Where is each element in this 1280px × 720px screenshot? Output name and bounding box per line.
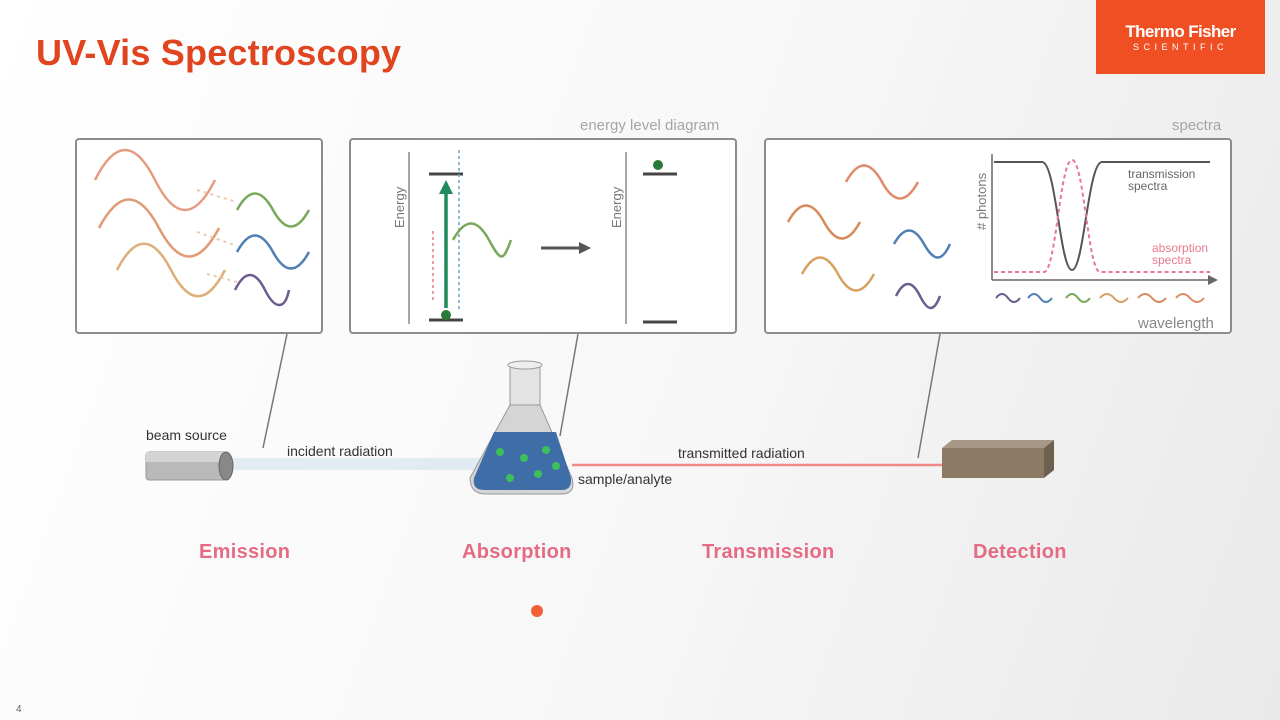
pointer-dot (531, 605, 543, 617)
stage-transmission: Transmission (702, 541, 835, 563)
page-number: 4 (16, 704, 22, 715)
sample-flask (469, 360, 574, 495)
incident-beam (232, 458, 480, 470)
logo-brand-text: Thermo Fisher (1125, 22, 1236, 41)
energy-axis-label-right: Energy (609, 186, 624, 228)
energy-level-panel: Energy Energy (349, 138, 737, 334)
spectra-caption: spectra (1172, 117, 1222, 134)
incident-radiation-label: incident radiation (287, 443, 393, 459)
stage-detection: Detection (973, 541, 1067, 563)
energy-diagram-caption: energy level diagram (580, 117, 720, 134)
slide-title: UV-Vis Spectroscopy (36, 32, 402, 73)
connector-emission (262, 333, 288, 449)
sample-analyte-label: sample/analyte (578, 471, 673, 487)
stage-absorption: Absorption (462, 541, 572, 563)
logo-sub-text: SCIENTIFIC (1132, 42, 1228, 52)
absorption-label-line1: absorption (1152, 241, 1208, 255)
beam-source-cylinder (145, 451, 234, 481)
emission-waves-illustration (93, 148, 311, 307)
energy-axis-label-left: Energy (392, 186, 407, 228)
transmission-curve (994, 161, 1210, 272)
energy-level-illustration: Energy Energy (392, 150, 677, 324)
transmitted-radiation-label: transmitted radiation (678, 445, 805, 461)
emission-panel (75, 138, 323, 334)
absorption-label-line2: spectra (1152, 253, 1192, 267)
connector-detection (917, 333, 941, 459)
transmission-label-line2: spectra (1128, 179, 1168, 193)
wavelength-wave-row (995, 293, 1205, 303)
beam-source-label: beam source (146, 427, 227, 443)
spectra-panel: # photons transmission spectra absorptio… (764, 138, 1232, 334)
thermo-fisher-logo: Thermo Fisher SCIENTIFIC (1096, 0, 1265, 74)
spectra-x-axis-label: wavelength (1137, 315, 1214, 332)
transmission-label-line1: transmission (1128, 167, 1195, 181)
spectra-y-axis-label: # photons (974, 172, 989, 230)
spectra-illustration: # photons transmission spectra absorptio… (786, 154, 1218, 332)
detector-block (942, 440, 1054, 478)
connector-absorption (559, 333, 579, 437)
stage-emission: Emission (199, 541, 291, 563)
